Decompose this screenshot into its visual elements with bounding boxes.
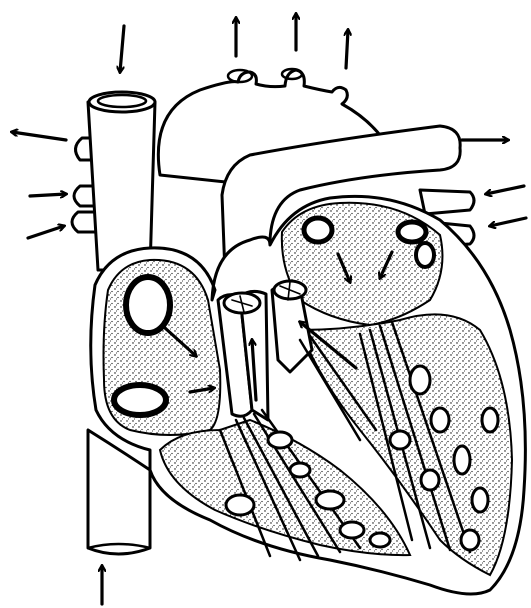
arrow-top-into-svc xyxy=(120,26,124,72)
arrow-right-in-2 xyxy=(490,218,526,226)
arrow-up-3 xyxy=(346,30,348,68)
arrow-left-in-1 xyxy=(30,194,66,196)
superior-vena-cava xyxy=(88,92,155,270)
arrow-right-in-1 xyxy=(486,186,524,194)
arrow-left-in-2 xyxy=(28,226,64,238)
arrow-left-out xyxy=(12,132,66,140)
right-atrium xyxy=(104,260,221,435)
